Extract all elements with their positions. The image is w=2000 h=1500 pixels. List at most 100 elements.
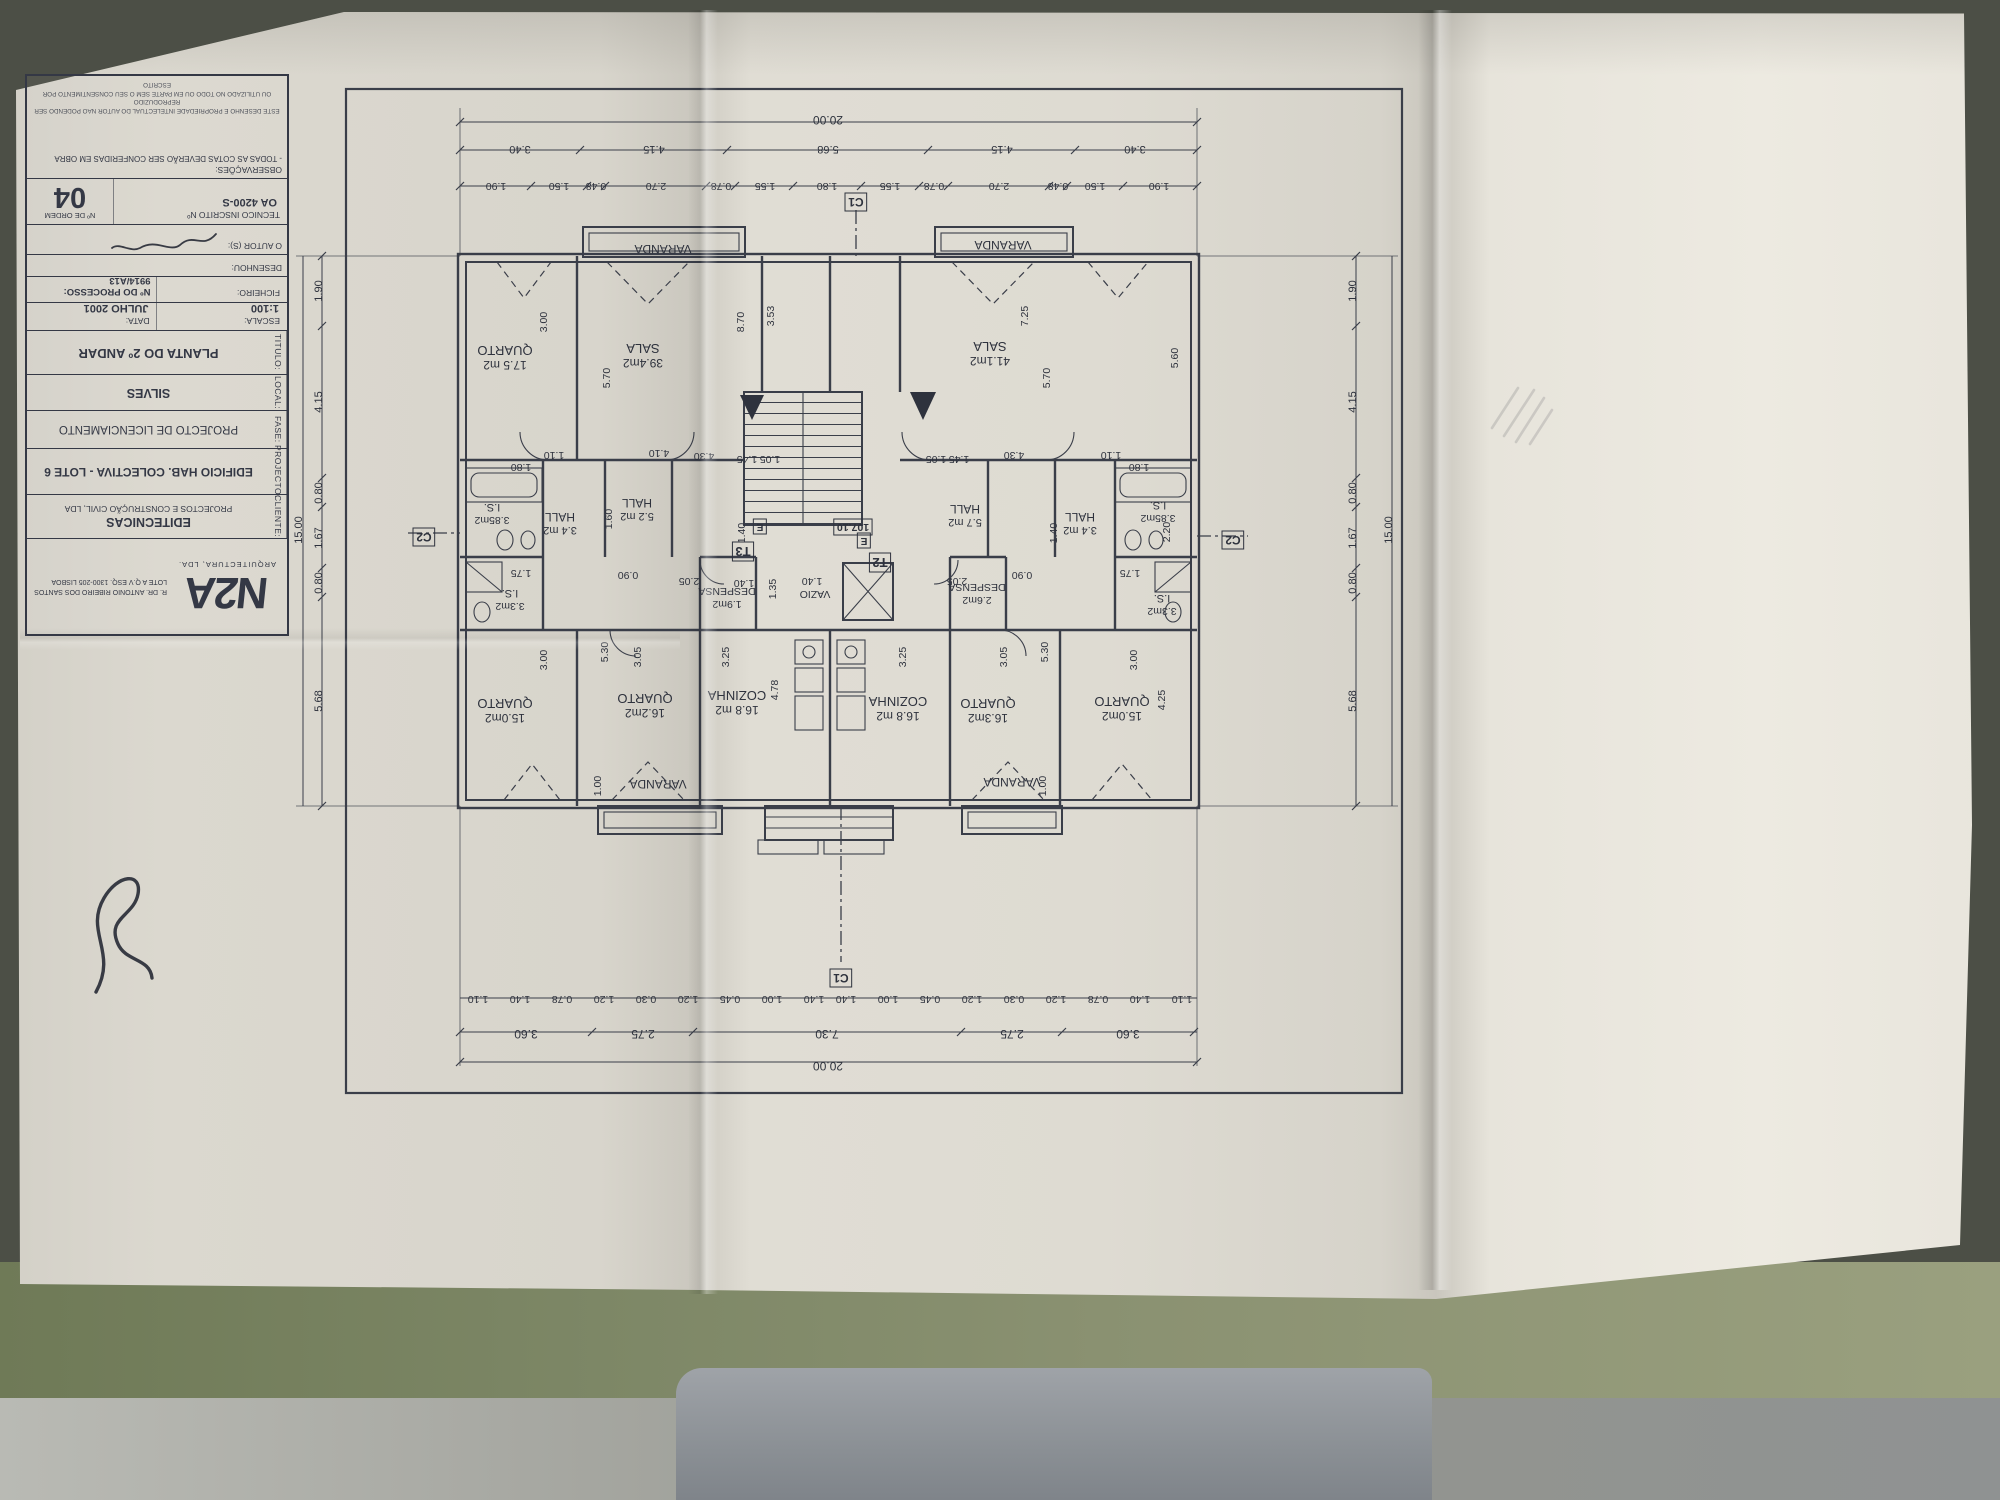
signature-flourish (94, 877, 154, 994)
dim-label: 3.00 (1128, 650, 1140, 671)
dim-label: 1.20 (962, 993, 983, 1005)
data-label: DATA: (125, 316, 150, 326)
marker-c2-right: C2 (1225, 533, 1241, 547)
office-address-line1: R. DR. ANTONIO RIBEIRO DOS SANTOS (34, 587, 167, 595)
fase-row: FASE: PROJECTO DE LICENCIAMENTO (27, 410, 287, 448)
dim-label: 1.40 (1130, 993, 1151, 1005)
dim-label: 1.20 (678, 993, 699, 1005)
room-quarto-2: QUARTO (477, 696, 532, 711)
disclaimer-line2: OU UTILIZADO NO TODO OU EM PARTE SEM O S… (42, 81, 272, 98)
observacoes-row: OBSERVAÇÕES: - TODAS AS COTAS DEVERÃO SE… (27, 76, 287, 178)
tecnico-label: TECNICO INSCRITO Nº (187, 210, 280, 220)
dim-label: 1.90 (486, 180, 507, 192)
autor-row: O AUTOR (S): (27, 224, 287, 254)
room-quarto-3-area: 16.2m2 (625, 706, 665, 720)
dim-label: 4.25 (1156, 690, 1168, 711)
dim-label: 1.40 (510, 993, 531, 1005)
marker-c2-left: C2 (416, 530, 432, 544)
dim-label: 1.40 (1048, 523, 1060, 544)
dim-label: 1.00 (762, 993, 783, 1005)
room-cozinha-1: COZINHA (707, 688, 766, 703)
stair-arrow-left (740, 395, 764, 420)
escala-data-row: ESCALA:1:100 DATA:JULHO 2001 (27, 302, 287, 330)
dim-label: 3.40 (1124, 143, 1145, 155)
dim-label: 2.70 (989, 180, 1010, 192)
dim-label: 0.78 (711, 180, 732, 192)
observacoes-note: - TODAS AS COTAS DEVERÃO SER CONFERIDAS … (54, 154, 282, 163)
dim-label: 7.25 (1019, 306, 1031, 327)
dim-label: 1.80 (1129, 461, 1150, 473)
titulo-row: TITULO: PLANTA DO 2º ANDAR (27, 330, 287, 374)
marker-c1-bottom-box (829, 968, 853, 988)
room-hall-3-area: 5.7 m2 (948, 516, 982, 528)
ficheiro-label: FICHEIRO: (237, 288, 280, 298)
dim-label: 5.68 (313, 690, 325, 711)
dim-label: 0.80 (1347, 572, 1359, 593)
drawing-frame (344, 87, 1404, 1095)
dim-label: 1.45 (949, 453, 970, 465)
room-hall-2-area: 5.2 m2 (620, 510, 654, 522)
projecto-label: PROJECTO: (270, 445, 287, 498)
title-block: N2A ARQUITECTURA, LDA. R. DR. ANTONIO RI… (25, 74, 289, 636)
dim-label: 1.20 (1046, 993, 1067, 1005)
tecnico-row: TECNICO INSCRITO Nº OA 4200-S Nº DE ORDE… (27, 178, 287, 224)
dim-label: 1.90 (1347, 280, 1359, 301)
interior-walls (460, 256, 1197, 806)
dim-label: 0.78 (552, 993, 573, 1005)
dim-label: 4.30 (694, 450, 715, 462)
dim-label: 4.15 (313, 391, 325, 412)
dim-label: 15.00 (293, 516, 305, 544)
section-lines (408, 210, 1248, 962)
room-despensa-1-area: 1.9m2 (712, 598, 741, 610)
cliente-row: CLIENTE: EDITECNICAS PROJECTOS E CONSTRU… (27, 494, 287, 538)
room-varanda-2: VARANDA (974, 238, 1031, 252)
dim-label: 4.30 (1004, 449, 1025, 461)
dim-label: 0.80 (1347, 482, 1359, 503)
dim-label: 1.40 (734, 577, 755, 589)
dim-label: 1.10 (1172, 993, 1193, 1005)
door-arcs (519, 431, 1075, 657)
tecnico-value: OA 4200-S (222, 196, 277, 208)
dim-label: 2.70 (646, 180, 667, 192)
dim-label: 1.40 (804, 993, 825, 1005)
dim-label: 5.60 (1169, 348, 1181, 369)
room-quarto-5: QUARTO (1094, 694, 1149, 709)
dim-label: 5.30 (599, 642, 611, 663)
dim-label: 1.40 (736, 523, 748, 544)
room-quarto-4-area: 16.3m2 (968, 711, 1008, 725)
dim-label: 0.48 (1048, 180, 1069, 192)
room-is-2: I.S. (502, 587, 519, 599)
data-value: JULHO 2001 (83, 302, 149, 314)
marker-level-box (833, 518, 873, 536)
dim-label: 1.80 (817, 180, 838, 192)
dim-label: 2.20 (1161, 522, 1173, 543)
room-quarto-1-area: 17.5 m2 (483, 358, 527, 372)
processo-value: Nº DO PROCESSO: 9914/A13 (63, 275, 151, 297)
room-is-2-area: 3.3m2 (495, 600, 524, 612)
marker-t3: T3 (735, 544, 750, 559)
observacoes-label: OBSERVAÇÕES: (215, 165, 282, 175)
dim-label: 20.00 (813, 1059, 843, 1073)
dim-label: 3.40 (509, 143, 530, 155)
room-hall-4-area: 3.4 m2 (1063, 524, 1097, 536)
local-label: LOCAL: (270, 375, 287, 410)
marker-e-1: E (756, 521, 763, 532)
dim-label: 2.75 (1000, 1027, 1024, 1041)
dim-label: 0.30 (1004, 993, 1025, 1005)
dim-label: 0.80 (313, 482, 325, 503)
room-quarto-3: QUARTO (617, 691, 672, 706)
projecto-row: PROJECTO: EDIFICIO HAB. COLECTIVA - LOTE… (27, 445, 287, 498)
titulo-value: PLANTA DO 2º ANDAR (78, 345, 219, 361)
titulo-label: TITULO: (270, 331, 287, 374)
room-is-3-area: 3.85m2 (1140, 512, 1175, 524)
local-row: LOCAL: SILVES (27, 374, 287, 410)
kitchen-counters (794, 639, 866, 731)
dim-label: 15.00 (1383, 516, 1395, 544)
dim-label: 1.90 (1149, 180, 1170, 192)
dim-label: 0.48 (586, 180, 607, 192)
ficheiro-row: FICHEIRO: Nº DO PROCESSO: 9914/A13 (27, 275, 287, 302)
marker-e-2: E (860, 535, 867, 546)
stair-arrow-right (910, 392, 936, 420)
room-quarto-2-area: 15.0m2 (485, 711, 525, 725)
escala-label: ESCALA: (244, 316, 280, 326)
